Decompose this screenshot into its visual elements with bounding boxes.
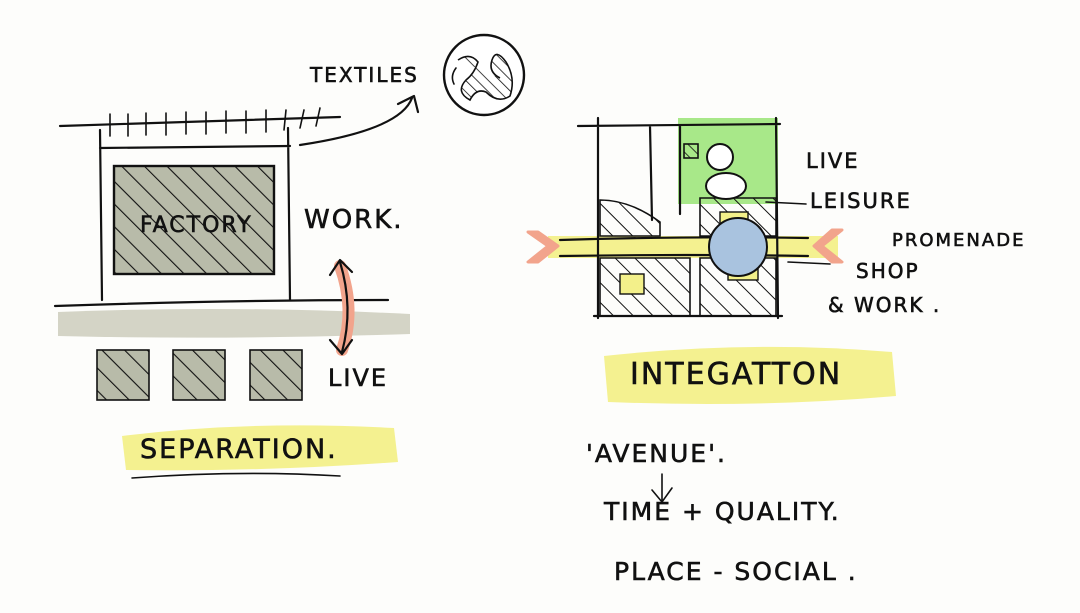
house-block: [172, 349, 226, 401]
time-quality-note: TIME + QUALITY.: [603, 497, 841, 526]
shop-square: [619, 273, 645, 295]
left-chevron: [526, 230, 560, 264]
mid-left-block: [599, 199, 661, 237]
caption-underline: [131, 472, 341, 479]
place-social-note: PLACE - SOCIAL .: [614, 557, 858, 586]
house-circle: [705, 172, 747, 200]
small-house: [683, 143, 699, 159]
rail-line: [58, 115, 342, 128]
right-chevron: [812, 228, 844, 264]
separation-caption: SEPARATION.: [140, 434, 338, 465]
promenade-line: [558, 236, 810, 258]
lower-left-block: [599, 257, 691, 317]
house-block: [96, 349, 150, 401]
separation-arrow: [328, 258, 354, 356]
shop-leader: [787, 261, 831, 265]
separation-highlight: [122, 425, 398, 471]
promenade-label: PROMENADE: [892, 230, 1025, 251]
avenue-note: 'AVENUE'.: [586, 439, 727, 468]
integration-caption: INTEGATTON: [630, 357, 842, 392]
factory-block: [112, 164, 276, 276]
leisure-label: LEISURE: [810, 189, 912, 213]
plaza-circle: [708, 217, 768, 277]
live-zone-label: LIVE: [806, 149, 860, 173]
live-label: LIVE: [328, 364, 388, 392]
leisure-leader: [765, 201, 807, 205]
avenue-arrow: [651, 473, 673, 504]
integration-sketch: [526, 116, 896, 504]
rail-ticks: [109, 107, 321, 137]
house-circle: [706, 143, 734, 171]
globe-icon: [442, 33, 526, 117]
factory-plot: [98, 126, 292, 302]
shop-label: SHOP: [856, 259, 920, 283]
export-arrow: [298, 94, 420, 147]
road-band: [58, 308, 410, 338]
work-label: WORK.: [304, 205, 404, 235]
house-block: [249, 349, 303, 401]
separation-sketch: [53, 33, 526, 479]
work-zone-label: & WORK .: [828, 293, 941, 317]
street-line: [53, 298, 390, 308]
integration-highlight: [604, 346, 896, 404]
factory-label: FACTORY: [140, 213, 253, 238]
textiles-label: TEXTILES: [309, 63, 419, 87]
